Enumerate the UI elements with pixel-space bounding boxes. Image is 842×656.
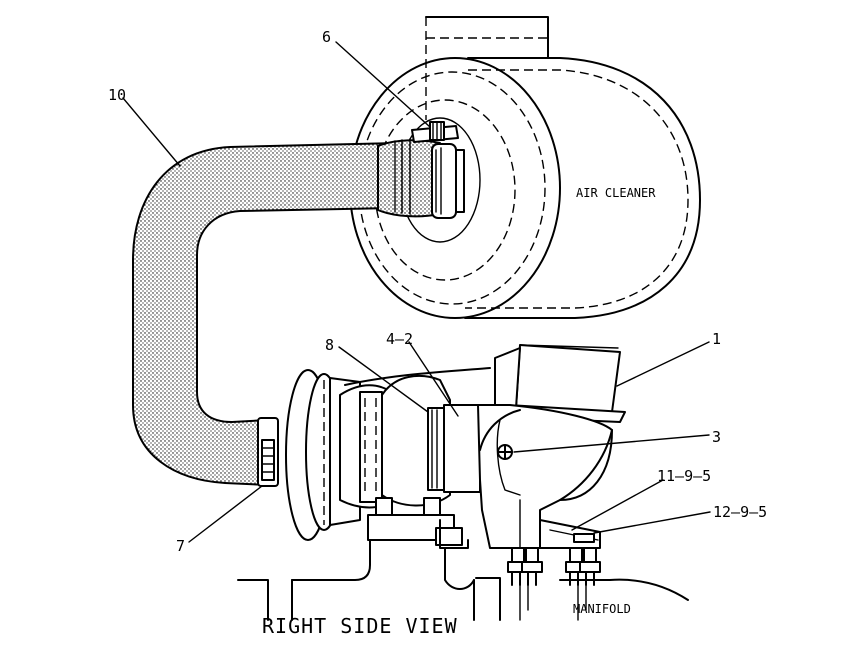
leader-lines [122, 41, 711, 543]
view-title: RIGHT SIDE VIEW [262, 614, 458, 638]
manifold-label: MANIFOLD [573, 602, 631, 616]
callout-6: 6 [322, 28, 331, 46]
callout-10: 10 [108, 86, 126, 104]
callout-12-9-5: 12—9—5 [713, 503, 767, 521]
callout-8: 8 [325, 336, 334, 354]
hose-clamp-upper [411, 121, 465, 219]
callout-11-9-5: 11—9—5 [657, 467, 711, 485]
mounting-studs [507, 533, 601, 586]
callout-3: 3 [712, 428, 721, 446]
turbocharger-assembly [257, 367, 491, 549]
callout-1: 1 [712, 330, 721, 348]
callout-7: 7 [176, 537, 185, 555]
callout-4-2: 4—2 [386, 330, 413, 348]
callouts: 10 6 8 4—2 1 3 11—9—5 12—9—5 7 MANIFOLD … [108, 28, 767, 638]
air-cleaner-label: AIR CLEANER [576, 186, 656, 200]
intake-elbow-housing [477, 344, 626, 586]
engine-block-outline [237, 539, 689, 621]
